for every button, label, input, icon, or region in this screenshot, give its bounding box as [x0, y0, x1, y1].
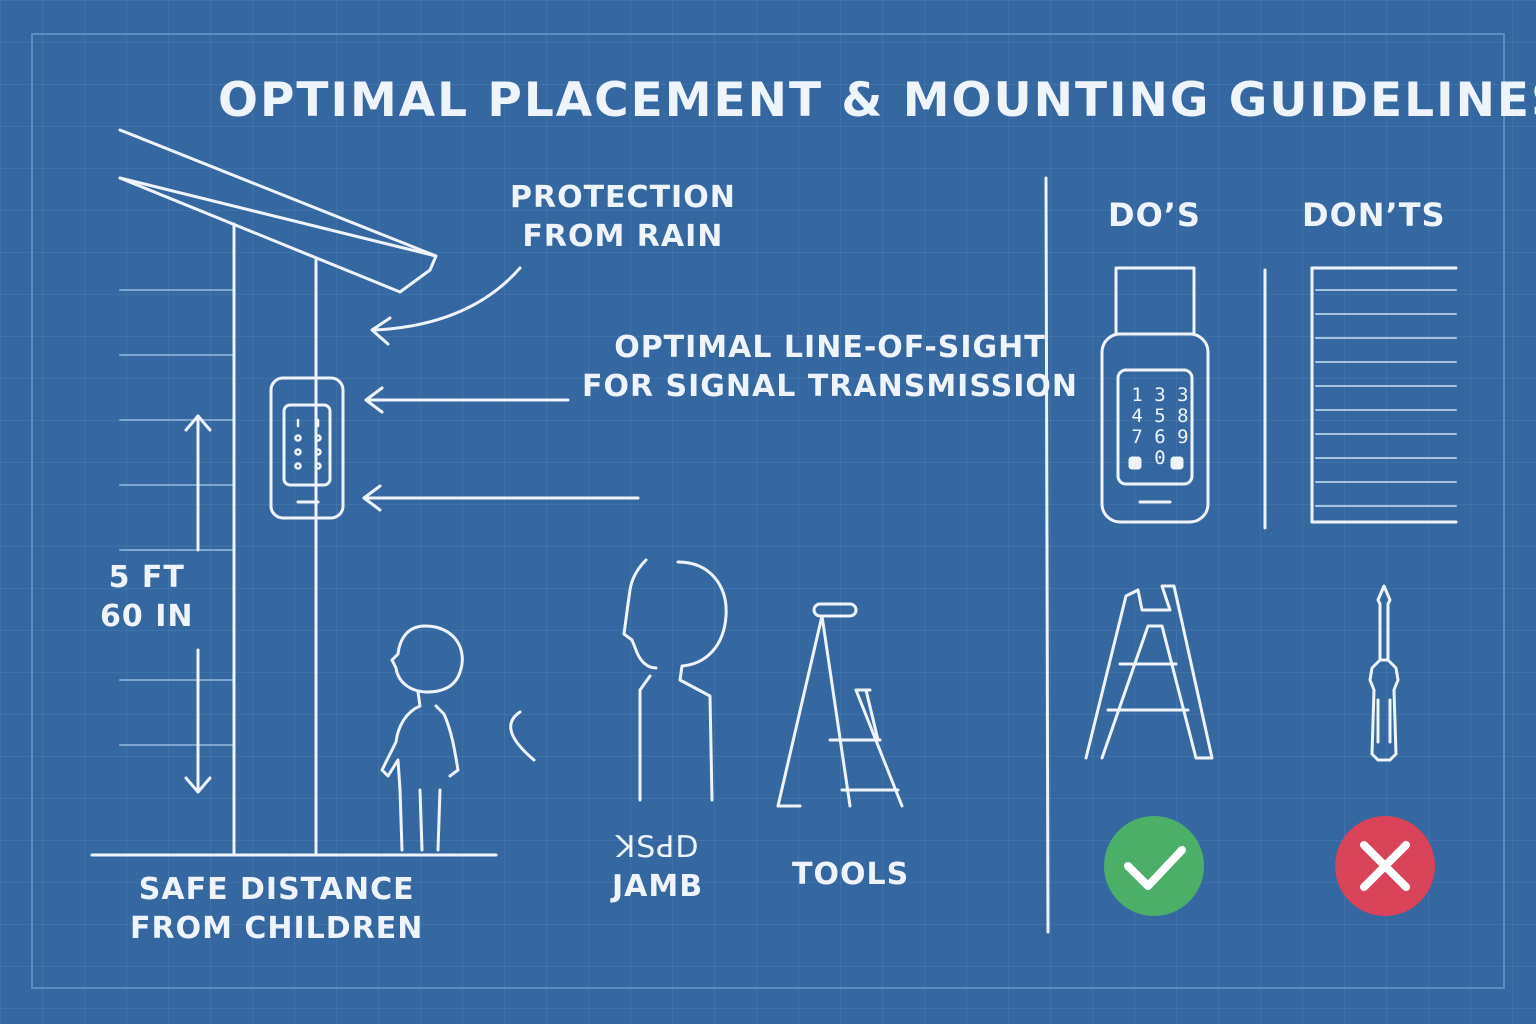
height-dimension-arrow — [184, 414, 212, 794]
keypad-row: 7 6 9 — [1131, 426, 1189, 448]
safe-distance-label: SAFE DISTANCE FROM CHILDREN — [130, 870, 423, 948]
step-ladder-icon — [776, 602, 904, 808]
rain-label-line2: FROM RAIN — [522, 219, 724, 254]
child-figure — [380, 624, 464, 852]
los-label-line1: OPTIMAL LINE-OF-SIGHT — [614, 330, 1046, 365]
donts-heading: DON’TS — [1302, 196, 1446, 234]
keypad-row: 0 — [1154, 447, 1166, 469]
safe-label-line2: FROM CHILDREN — [130, 911, 424, 946]
line-of-sight-label: OPTIMAL LINE-OF-SIGHT FOR SIGNAL TRANSMI… — [582, 328, 1078, 406]
rain-arrow — [370, 266, 522, 346]
tools-label: TOOLS — [792, 857, 910, 892]
frame-border — [31, 33, 1505, 989]
dos-heading: DO’S — [1108, 196, 1201, 234]
height-label: 5 FT 60 IN — [100, 558, 193, 636]
los-label-line2: FOR SIGNAL TRANSMISSION — [582, 369, 1078, 404]
jamb-label-line1: ꓘꓢꓒꓓ — [615, 830, 700, 865]
keypad-row: 4 5 8 — [1131, 405, 1189, 427]
screwdriver-icon — [1368, 584, 1400, 762]
wall-siding — [119, 289, 233, 746]
check-icon — [1104, 816, 1204, 916]
page-title: OPTIMAL PLACEMENT & MOUNTING GUIDELINES — [218, 73, 1536, 128]
cross-icon — [1335, 816, 1435, 916]
height-label-line1: 5 FT — [108, 560, 185, 595]
rain-protection-label: PROTECTION FROM RAIN — [510, 178, 736, 256]
section-divider — [1044, 176, 1050, 934]
ladder-icon — [1084, 584, 1214, 760]
line-of-sight-arrows — [362, 386, 640, 512]
keypad-row: 1 3 3 — [1131, 384, 1189, 406]
safe-label-line1: SAFE DISTANCE — [138, 872, 415, 907]
rain-label-line1: PROTECTION — [510, 180, 736, 215]
height-label-line2: 60 IN — [100, 599, 194, 634]
jamb-label-line2: JAMB — [612, 869, 704, 904]
do-keypad-device-icon — [1100, 266, 1210, 524]
mounted-keypad-icon — [269, 376, 345, 520]
jamb-label: ꓘꓢꓒꓓ JAMB — [612, 828, 703, 906]
keypad-digits: 1 3 3 4 5 8 7 6 9 0 — [1126, 385, 1194, 469]
adult-figure — [622, 558, 728, 802]
signal-arc — [509, 710, 536, 762]
dont-wall-panel-icon — [1310, 266, 1458, 524]
door-jamb-post — [232, 222, 318, 855]
roof-overhang — [118, 128, 438, 294]
